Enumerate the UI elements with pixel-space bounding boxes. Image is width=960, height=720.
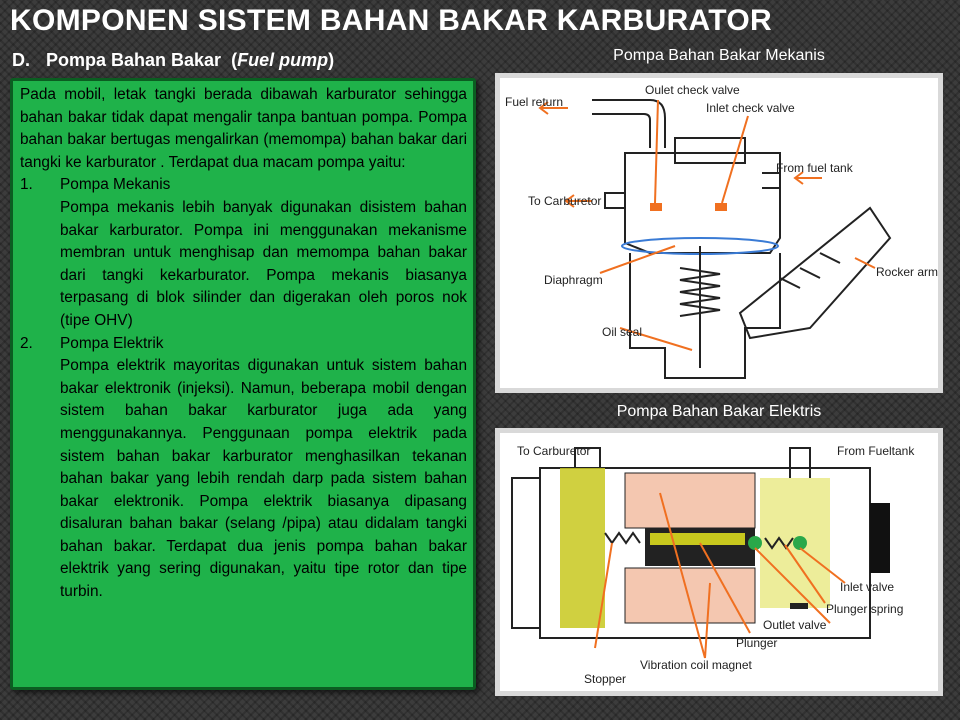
mechanical-pump-drawing: Oulet check valve Inlet check valve Fuel…: [505, 83, 938, 379]
body-text-panel: Pada mobil, letak tangki berada dibawah …: [10, 78, 476, 690]
mechanical-paragraph: Pompa mekanis lebih banyak digunakan dis…: [60, 198, 467, 329]
label-diaphragm: Diaphragm: [544, 273, 603, 287]
outlet-pipe: [574, 447, 601, 468]
label-plunger: Plunger: [736, 636, 777, 650]
label-vibration-coil-magnet: Vibration coil magnet: [640, 658, 753, 672]
list-number: 2.: [20, 334, 33, 352]
inlet-check-valve-mark: [715, 203, 727, 211]
left-chamber: [560, 468, 605, 628]
coil-top: [624, 472, 756, 529]
label-from-fueltank: From Fueltank: [837, 444, 915, 458]
slide-title: KOMPONEN SISTEM BAHAN BAKAR KARBURATOR: [10, 4, 772, 37]
pointer-coil-1: [659, 492, 706, 659]
list-heading: Pompa Elektrik: [60, 334, 164, 352]
inlet-valve-mark: [793, 536, 807, 550]
plunger-highlight: [650, 533, 745, 545]
mechanical-pump-diagram: Oulet check valve Inlet check valve Fuel…: [495, 73, 943, 393]
pointer-stopper: [594, 542, 613, 649]
section-heading: D. Pompa Bahan Bakar (Fuel pump): [12, 50, 334, 71]
outlet-check-valve-mark: [650, 203, 662, 211]
pointer-inlet-valve: [799, 547, 846, 584]
outlet-valve-mark: [748, 536, 762, 550]
rocker-arm: [738, 206, 892, 340]
fuel-return-pipe: [592, 99, 666, 148]
pump-cap: [674, 137, 746, 164]
label-outlet-check-valve: Oulet check valve: [645, 83, 740, 97]
caption-mechanical-pump: Pompa Bahan Bakar Mekanis: [613, 47, 825, 64]
list-number: 1.: [20, 176, 33, 194]
to-carburetor-arrow-icon: [564, 194, 592, 208]
section-heading-text: Pompa Bahan Bakar: [46, 50, 222, 70]
pointer-coil-2: [704, 582, 711, 659]
end-cap: [870, 503, 890, 573]
diaphragm-spring: [679, 267, 721, 317]
label-from-fuel-tank: From fuel tank: [776, 161, 854, 175]
pointer-outlet-valve: [654, 99, 659, 204]
label-to-carburetor: To Carburetor: [517, 444, 590, 458]
paren-open: (: [231, 50, 238, 70]
electric-pump-drawing: To Carburetor From Fueltank Inlet valve …: [511, 444, 915, 686]
label-plunger-spring: Plunger spring: [826, 602, 903, 616]
list-item-mechanical: 1. Pompa Mekanis: [20, 174, 467, 197]
pointer-inlet-valve: [721, 115, 749, 204]
caption-electric-pump: Pompa Bahan Bakar Elektris: [616, 403, 822, 420]
from-tank-arrow-icon: [793, 171, 822, 185]
section-heading-italic: Fuel pump: [237, 50, 329, 70]
paren-close: ): [328, 50, 335, 70]
section-letter: D.: [12, 50, 30, 70]
pointer-plunger-spring: [784, 544, 826, 604]
label-stopper: Stopper: [584, 672, 626, 686]
fuel-return-arrow-icon: [538, 101, 568, 115]
list-heading: Pompa Mekanis: [60, 176, 171, 194]
list-item-electric: 2. Pompa Elektrik: [20, 333, 467, 356]
electric-pump-diagram: To Carburetor From Fueltank Inlet valve …: [495, 428, 943, 696]
label-inlet-check-valve: Inlet check valve: [706, 101, 795, 115]
intro-paragraph: Pada mobil, letak tangki berada dibawah …: [20, 86, 467, 171]
inlet-pipe: [789, 447, 811, 478]
pump-lower-body: [629, 253, 781, 379]
plunger-spring-coil: [604, 531, 641, 545]
label-rocker-arm: Rocker arm: [876, 265, 938, 279]
label-to-carburetor: To Carburetor: [528, 194, 601, 208]
pointer-plunger: [699, 542, 751, 634]
coil-bottom: [624, 567, 756, 624]
label-fuel-return: Fuel return: [505, 95, 563, 109]
label-outlet-valve: Outlet valve: [763, 618, 827, 632]
pointer-oil-seal: [619, 327, 693, 351]
electric-paragraph: Pompa elektrik mayoritas digunakan untuk…: [60, 357, 467, 601]
plunger-spring-marker: [790, 603, 808, 609]
pointer-rocker-arm: [854, 257, 876, 269]
pointer-outlet-valve: [754, 547, 831, 624]
label-oil-seal: Oil seal: [602, 325, 642, 339]
pointer-diaphragm: [599, 245, 676, 274]
left-cap: [511, 477, 541, 629]
label-inlet-valve: Inlet valve: [840, 580, 894, 594]
